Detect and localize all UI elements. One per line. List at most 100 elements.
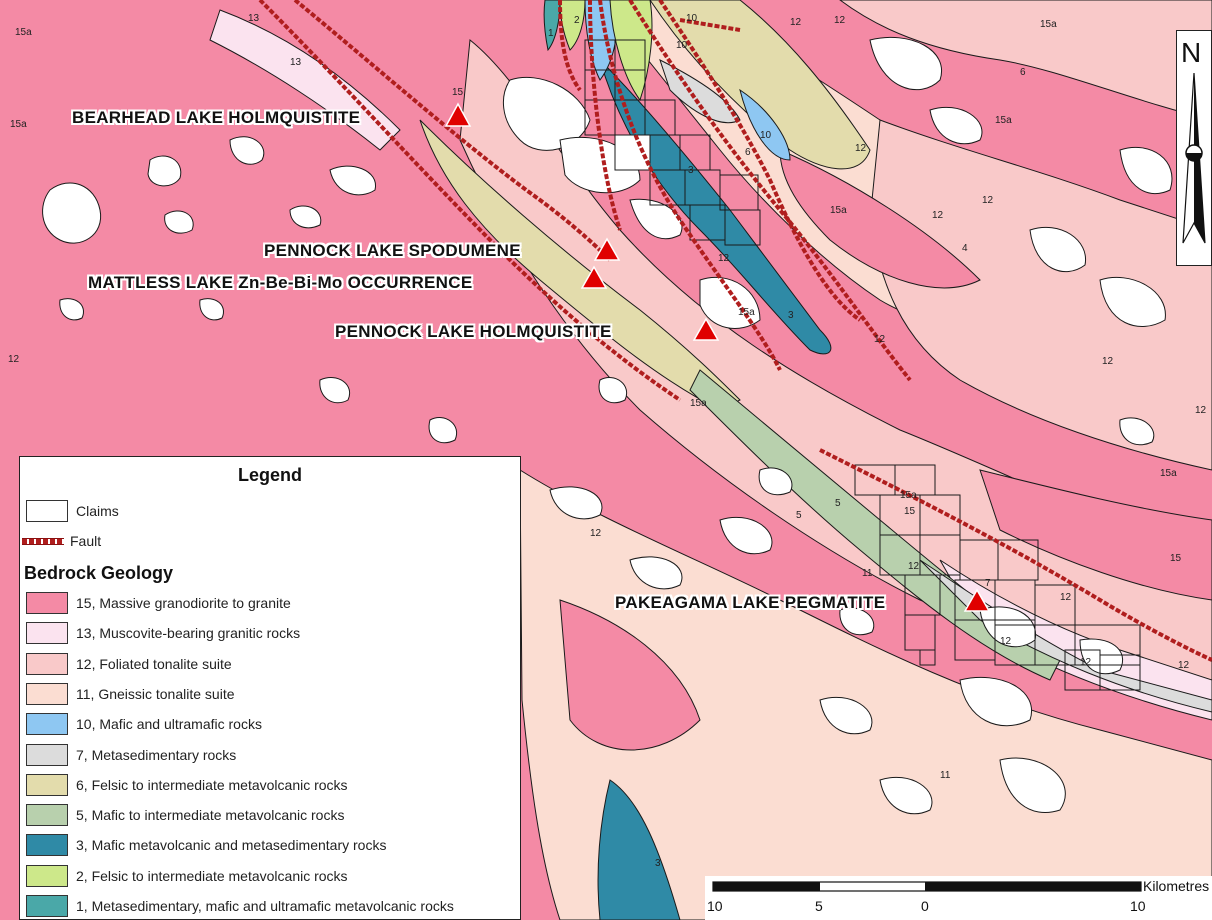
scale-unit-label: Kilometres	[1143, 878, 1210, 894]
legend-unit-label: 1, Metasedimentary, mafic and ultramafic…	[76, 898, 454, 914]
occurrence-label-pennock-spodumene: PENNOCK LAKE SPODUMENE	[264, 241, 521, 260]
legend-unit-label: 15, Massive granodiorite to granite	[76, 595, 291, 611]
north-letter: N	[1181, 37, 1202, 68]
triangle-pakeagama	[963, 588, 991, 612]
unit-number-label: 4	[962, 243, 968, 254]
triangle-pennock-holm	[692, 317, 720, 341]
unit-number-label: 12	[855, 143, 867, 154]
unit-12-ne	[839, 0, 1212, 121]
unit-number-label: 15a	[830, 205, 847, 216]
scale-tick-label: 10	[707, 898, 723, 914]
unit-number-label: 12	[908, 561, 920, 572]
legend-row-unit: 15, Massive granodiorite to granite	[26, 591, 291, 615]
triangle-mattless	[580, 265, 608, 289]
unit-number-label: 15	[1170, 553, 1182, 564]
unit-number-label: 10	[760, 130, 772, 141]
unit-7-north	[659, 59, 741, 124]
unit-number-label: 6	[745, 147, 751, 158]
unit-swatch	[26, 834, 68, 857]
unit-number-label: 15a	[690, 398, 707, 409]
claims-southeast	[854, 464, 1141, 691]
legend-row-unit: 11, Gneissic tonalite suite	[26, 682, 235, 706]
legend-unit-label: 2, Felsic to intermediate metavolcanic r…	[76, 867, 348, 884]
unit-swatch	[26, 682, 68, 705]
occurrence-label-pakeagama: PAKEAGAMA LAKE PEGMATITE	[615, 593, 886, 612]
unit-number-label: 10	[686, 13, 698, 24]
fault-swatch	[22, 537, 64, 545]
claims-swatch	[26, 500, 68, 522]
lakes	[42, 36, 1173, 815]
unit-number-label: 12	[1000, 636, 1012, 647]
legend-bedrock-title: Bedrock Geology	[24, 563, 174, 583]
unit-number-label: 2	[574, 15, 580, 26]
unit-number-label: 15	[452, 87, 464, 98]
north-arrow-icon	[1182, 73, 1206, 244]
legend-row-claims: Claims	[26, 499, 119, 523]
unit-swatch	[26, 652, 68, 675]
unit-number-label: 6	[1020, 67, 1026, 78]
unit-swatch	[26, 743, 68, 766]
scale-bar: 10 5 0 10 Kilometres	[705, 876, 1212, 920]
unit-10-east	[739, 88, 791, 161]
unit-number-label: 12	[8, 354, 20, 365]
unit-12-east	[869, 119, 1212, 471]
unit-number-label: 13	[248, 13, 260, 24]
unit-swatch	[26, 592, 68, 614]
occurrence-label-pennock-holmquistite: PENNOCK LAKE HOLMQUISTITE	[335, 322, 612, 341]
unit-3-south	[597, 779, 681, 920]
unit-number-label: 15a	[15, 27, 32, 38]
legend-title: Legend	[237, 465, 302, 485]
legend-unit-label: 5, Mafic to intermediate metavolcanic ro…	[76, 807, 345, 824]
occurrence-label-mattless: MATTLESS LAKE Zn-Be-Bi-Mo OCCURRENCE	[88, 273, 473, 292]
legend-claims-label: Claims	[76, 503, 119, 519]
unit-number-label: 15a	[1160, 468, 1177, 479]
legend-unit-label: 12, Foliated tonalite suite	[76, 655, 232, 672]
unit-swatch	[26, 773, 68, 796]
legend-row-unit: 10, Mafic and ultramafic rocks	[26, 712, 262, 736]
unit-swatch	[26, 713, 68, 736]
unit-number-label: 15a	[900, 490, 917, 501]
unit-number-label: 10	[676, 40, 688, 51]
unit-number-label: 12	[1178, 660, 1190, 671]
unit-number-label: 5	[835, 498, 841, 509]
unit-number-label: 3	[655, 858, 661, 869]
unit-number-label: 15a	[1040, 19, 1057, 30]
legend-row-fault: Fault	[22, 529, 101, 553]
legend-unit-label: 11, Gneissic tonalite suite	[76, 685, 235, 702]
unit-number-label: 12	[790, 17, 802, 28]
unit-number-label: 12	[718, 253, 730, 264]
unit-number-label: 12	[982, 195, 994, 206]
legend-row-unit: 2, Felsic to intermediate metavolcanic r…	[26, 864, 348, 888]
legend: Legend Claims Fault Bedrock Geology 15, …	[19, 456, 521, 920]
scale-tick-label: 0	[921, 898, 929, 914]
unit-number-label: 12	[590, 528, 602, 539]
unit-number-label: 12	[1060, 592, 1072, 603]
legend-row-unit: 12, Foliated tonalite suite	[26, 652, 232, 676]
triangle-bearhead	[444, 102, 472, 127]
unit-number-label: 5	[796, 510, 802, 521]
north-arrow: N	[1176, 30, 1212, 266]
unit-number-label: 15	[904, 506, 916, 517]
unit-swatch	[26, 622, 68, 645]
unit-3-north	[598, 58, 832, 355]
legend-unit-label: 7, Metasedimentary rocks	[76, 746, 237, 763]
unit-number-label: 11	[862, 568, 873, 579]
legend-row-unit: 13, Muscovite-bearing granitic rocks	[26, 621, 300, 645]
legend-unit-label: 6, Felsic to intermediate metavolcanic r…	[76, 776, 348, 793]
unit-number-label: 15a	[995, 115, 1012, 126]
unit-15-south-lobe	[559, 599, 701, 751]
faults	[258, 0, 1212, 662]
legend-row-unit: 1, Metasedimentary, mafic and ultramafic…	[26, 894, 454, 918]
unit-number-label: 15a	[738, 307, 755, 318]
unit-number-label: 11	[940, 770, 951, 781]
legend-unit-label: 10, Mafic and ultramafic rocks	[76, 716, 262, 733]
unit-number-label: 1	[548, 28, 554, 39]
unit-number-label: 15a	[10, 119, 27, 130]
unit-number-label: 12	[1102, 356, 1114, 367]
unit-number-label: 7	[985, 578, 991, 589]
occurrence-triangles	[444, 102, 991, 612]
unit-number-label: 12	[1080, 657, 1092, 668]
legend-unit-label: 13, Muscovite-bearing granitic rocks	[76, 625, 301, 642]
scale-tick-label: 5	[815, 898, 823, 914]
occurrence-label-bearhead: BEARHEAD LAKE HOLMQUISTITE	[72, 108, 361, 127]
